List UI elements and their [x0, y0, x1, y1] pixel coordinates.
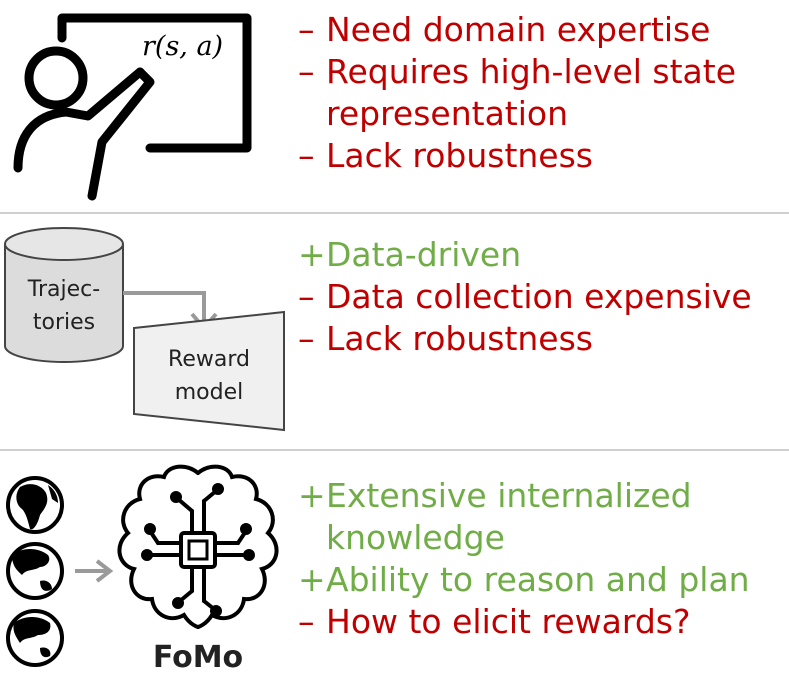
model-label-line-2: model — [175, 380, 244, 405]
model-label-line-1: Reward — [168, 347, 250, 372]
bullet-item: representation — [326, 94, 569, 133]
bullet-item: –Data collection expensive — [298, 277, 752, 316]
reward-model-shape — [133, 310, 285, 432]
bullet-item: +Data-driven — [298, 235, 522, 274]
bullet-item: –How to elicit rewards? — [298, 602, 691, 641]
section-divider — [0, 212, 789, 214]
circuit-brain-icon — [117, 464, 279, 629]
panel-hand-designed-reward: r(s, a) –Need domain expertise –Requires… — [0, 0, 789, 210]
globe-asia-icon — [6, 609, 64, 667]
bullet-item: –Lack robustness — [298, 319, 593, 358]
panel-foundation-model: FoMo +Extensive internalized knowledge +… — [0, 451, 789, 677]
bullet-item: –Requires high-level state — [298, 52, 737, 91]
trajectories-to-reward-model-diagram: Trajec- tories Reward model — [4, 227, 285, 432]
globes-to-fomo-diagram: FoMo — [6, 464, 279, 675]
database-label-line-2: tories — [33, 310, 95, 335]
bullet-item: –Need domain expertise — [298, 10, 711, 49]
database-label-line-1: Trajec- — [27, 277, 100, 302]
teacher-at-board-icon: r(s, a) — [13, 13, 252, 201]
section-divider — [0, 449, 789, 451]
bullet-list-1: –Need domain expertise –Requires high-le… — [298, 9, 736, 177]
fomo-label: FoMo — [153, 640, 243, 675]
bullet-list-3: +Extensive internalized knowledge +Abili… — [298, 475, 750, 643]
bullet-item: +Extensive internalized — [298, 476, 692, 515]
globe-africa-icon — [6, 476, 64, 534]
arrow-connector — [123, 291, 206, 325]
database-icon — [4, 227, 124, 363]
board-formula: r(s, a) — [142, 31, 223, 62]
globe-asia-icon — [6, 542, 64, 600]
bullet-item: +Ability to reason and plan — [298, 560, 750, 599]
bullet-item: –Lack robustness — [298, 136, 593, 175]
panel-learned-reward-model: Trajec- tories Reward model +Data-driven… — [0, 214, 789, 444]
bullet-item: knowledge — [326, 518, 505, 557]
bullet-list-2: +Data-driven –Data collection expensive … — [298, 234, 752, 360]
